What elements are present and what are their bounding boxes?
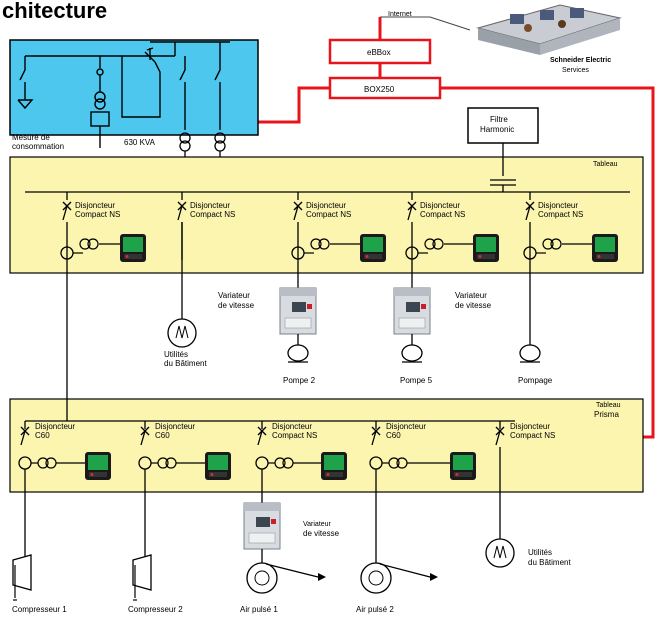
tableau-2-label-2: Prisma — [594, 410, 619, 419]
breaker-2-blade — [495, 430, 501, 446]
variateur-label-2: de vitesse — [218, 301, 255, 310]
page-title: chitecture — [2, 0, 107, 23]
utilites-label-1: Utilités — [528, 548, 552, 557]
breaker-2-type: Compact NS — [272, 431, 317, 440]
variateur-label: Variateur — [455, 291, 487, 300]
breaker-2-type: Compact NS — [510, 431, 555, 440]
breaker-1-label: Disjoncteur — [538, 201, 578, 210]
breaker-1-blade — [407, 205, 413, 221]
breaker-2-label: Disjoncteur — [272, 422, 312, 431]
internet-label: Internet — [388, 11, 412, 18]
air-arrow — [430, 573, 438, 581]
variateur-label: Variateur — [218, 291, 250, 300]
variateur-label-2: de vitesse — [303, 529, 340, 538]
breaker-1-type: Compact NS — [75, 210, 120, 219]
breaker-1-type: Compact NS — [538, 210, 583, 219]
breaker-1-label: Disjoncteur — [75, 201, 115, 210]
breaker-2-label: Disjoncteur — [510, 422, 550, 431]
fan-icon — [360, 562, 392, 594]
breaker-2-label: Disjoncteur — [35, 422, 75, 431]
transformer-rating: 630 KVA — [124, 138, 156, 147]
utilites-label-2: du Bâtiment — [164, 359, 207, 368]
power-meter — [592, 234, 618, 262]
tableau-2-label-1: Tableau — [596, 402, 621, 409]
compressor-icon — [12, 554, 32, 591]
breaker-2-type: C60 — [35, 431, 50, 440]
breaker-2-label: Disjoncteur — [155, 422, 195, 431]
variateur-label: Variateur — [303, 521, 332, 528]
lamp-icon — [485, 538, 515, 568]
load-label: Compresseur 2 — [128, 605, 183, 614]
breaker-1-label: Disjoncteur — [420, 201, 460, 210]
power-meter — [473, 234, 499, 262]
breaker-2-type: C60 — [386, 431, 401, 440]
breaker-2-blade — [257, 430, 263, 446]
breaker-1-type: Compact NS — [420, 210, 465, 219]
tableau-1-busbar — [25, 143, 630, 193]
utilites-label-2: du Bâtiment — [528, 558, 571, 567]
hv-cell — [9, 39, 259, 136]
breaker-2-label: Disjoncteur — [386, 422, 426, 431]
utilites-label-1: Utilités — [164, 350, 188, 359]
pump-icon — [401, 344, 423, 362]
power-meter — [120, 234, 146, 262]
load-label: Air pulsé 1 — [240, 605, 278, 614]
compressor-icon — [132, 554, 152, 591]
power-meter — [85, 452, 111, 480]
breaker-2-blade — [371, 430, 377, 446]
lamp-icon — [167, 318, 197, 348]
hv-schematic — [17, 41, 230, 148]
load-label: Pompage — [518, 376, 553, 385]
tableau-1-label: Tableau — [593, 161, 618, 168]
breaker-1-blade — [525, 205, 531, 221]
service-name: Schneider Electric — [550, 57, 611, 64]
breaker-1-blade — [177, 205, 183, 221]
breaker-1-type: Compact NS — [306, 210, 351, 219]
load-label: Pompe 2 — [283, 376, 316, 385]
breaker-1-label: Disjoncteur — [306, 201, 346, 210]
breaker-2-blade — [140, 430, 146, 446]
variateur-vitesse-2 — [393, 287, 431, 335]
air-arrow — [318, 573, 326, 581]
mesure-label-1: Mesure de — [12, 133, 50, 142]
breaker-2-type: C60 — [155, 431, 170, 440]
load-label: Compresseur 1 — [12, 605, 67, 614]
fan-icon — [246, 562, 278, 594]
pump-icon — [519, 344, 541, 362]
load-label: Pompe 5 — [400, 376, 433, 385]
breaker-1-blade — [62, 205, 68, 221]
power-meter — [450, 452, 476, 480]
box250-label: BOX250 — [364, 85, 395, 94]
service-desk-image — [476, 4, 622, 55]
ebbox-label: eBBox — [367, 48, 391, 57]
load-label: Air pulsé 2 — [356, 605, 394, 614]
ebbox-box — [328, 38, 432, 65]
breaker-1-label: Disjoncteur — [190, 201, 230, 210]
variateur-label-2: de vitesse — [455, 301, 492, 310]
lamp-filament — [493, 545, 507, 559]
power-meter — [205, 452, 231, 480]
service-sub: Services — [562, 67, 589, 74]
box250-box — [328, 76, 442, 100]
lamp-filament — [175, 325, 189, 339]
pump-icon — [287, 344, 309, 362]
variateur-vitesse-3 — [243, 502, 281, 550]
power-meter — [321, 452, 347, 480]
tableau-1-panel — [9, 156, 644, 274]
internet-link — [380, 16, 471, 31]
fan-hub — [368, 570, 384, 586]
filtre-label-2: Harmonic — [480, 125, 514, 134]
mesure-label-2: consommation — [12, 142, 64, 151]
power-meter — [360, 234, 386, 262]
breaker-1-blade — [293, 205, 299, 221]
breaker-2-blade — [20, 430, 26, 446]
breaker-1-type: Compact NS — [190, 210, 235, 219]
fan-hub — [254, 570, 270, 586]
filtre-label-1: Filtre — [490, 115, 508, 124]
variateur-vitesse-1 — [279, 287, 317, 335]
